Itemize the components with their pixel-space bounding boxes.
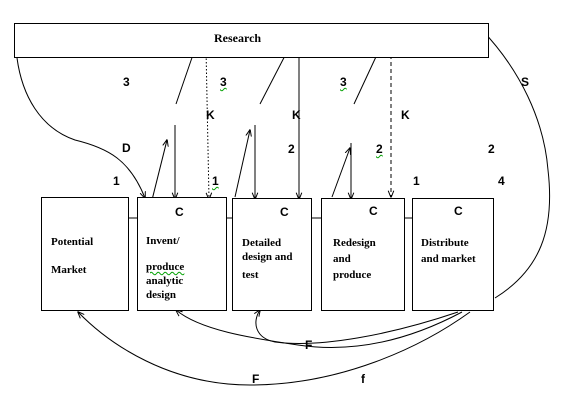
- stage-line: design: [146, 289, 176, 301]
- research-box: Research: [14, 23, 489, 58]
- c-label-detailed: C: [280, 205, 289, 219]
- stage-line: Distribute: [421, 237, 469, 249]
- c-label-redesign: C: [369, 204, 378, 218]
- stage-potential-market: [41, 197, 129, 311]
- k-link-1: [205, 47, 209, 199]
- stage-text-distribute: Distribute and market: [421, 236, 476, 266]
- label-1-b: 1: [212, 174, 219, 188]
- stage-line: Detailed: [242, 237, 282, 249]
- up-arrow-1: [151, 140, 167, 201]
- label-s: S: [521, 75, 530, 89]
- f-curve-to-invent: [176, 310, 463, 348]
- stage-text-detailed: Detailed design and test: [242, 236, 292, 282]
- stage-line: produce: [146, 261, 185, 273]
- stage-line: Potential: [51, 236, 94, 248]
- f-curve-to-market: [78, 312, 471, 386]
- s-feedback-curve: [482, 30, 551, 299]
- label-3-left: 3: [123, 75, 130, 89]
- research-label: Research: [214, 31, 262, 45]
- stage-detailed-design: [232, 198, 312, 311]
- stage-text-invent: Invent/ produce analytic design: [146, 234, 184, 302]
- label-f-upper: F: [305, 338, 313, 352]
- stage-line: Redesign: [333, 237, 376, 249]
- stage-line: and: [333, 253, 351, 265]
- stage-line: analytic: [146, 275, 184, 287]
- label-1-c: 1: [413, 174, 420, 188]
- f-curve-to-detailed: [256, 310, 459, 344]
- stage-line: produce: [333, 269, 372, 281]
- stage-line: [146, 248, 184, 260]
- d-feedback-curve: [16, 57, 145, 198]
- label-3-right: 3: [340, 75, 347, 89]
- label-2-a: 2: [288, 142, 295, 156]
- c-label-invent: C: [175, 205, 184, 219]
- label-f-small: f: [361, 372, 365, 386]
- label-3-mid: 3: [220, 75, 227, 89]
- stage-invent-produce: [137, 197, 227, 311]
- stage-line: Invent/: [146, 235, 180, 247]
- label-f-lower: F: [252, 372, 260, 386]
- label-k-3: K: [401, 108, 410, 122]
- stage-redesign-produce: [321, 198, 405, 311]
- label-k-1: K: [206, 108, 215, 122]
- stage-line: Market: [51, 264, 87, 276]
- up-arrow-2: [234, 130, 250, 198]
- up-arrow-3: [331, 148, 350, 198]
- label-d: D: [122, 141, 131, 155]
- stage-line: and market: [421, 253, 476, 265]
- label-2-b: 2: [376, 142, 383, 156]
- stage-line: test: [242, 269, 259, 281]
- stage-text-redesign: Redesign and produce: [333, 236, 376, 282]
- stage-distribute-market: [412, 198, 494, 311]
- c-label-distribute: C: [454, 204, 463, 218]
- label-2-c: 2: [488, 142, 495, 156]
- stage-line: design and: [242, 251, 293, 263]
- label-k-2: K: [292, 108, 301, 122]
- label-4: 4: [498, 174, 505, 188]
- stage-line: [51, 249, 93, 263]
- label-1-a: 1: [113, 174, 120, 188]
- stage-text-potential: Potential Market: [51, 235, 93, 277]
